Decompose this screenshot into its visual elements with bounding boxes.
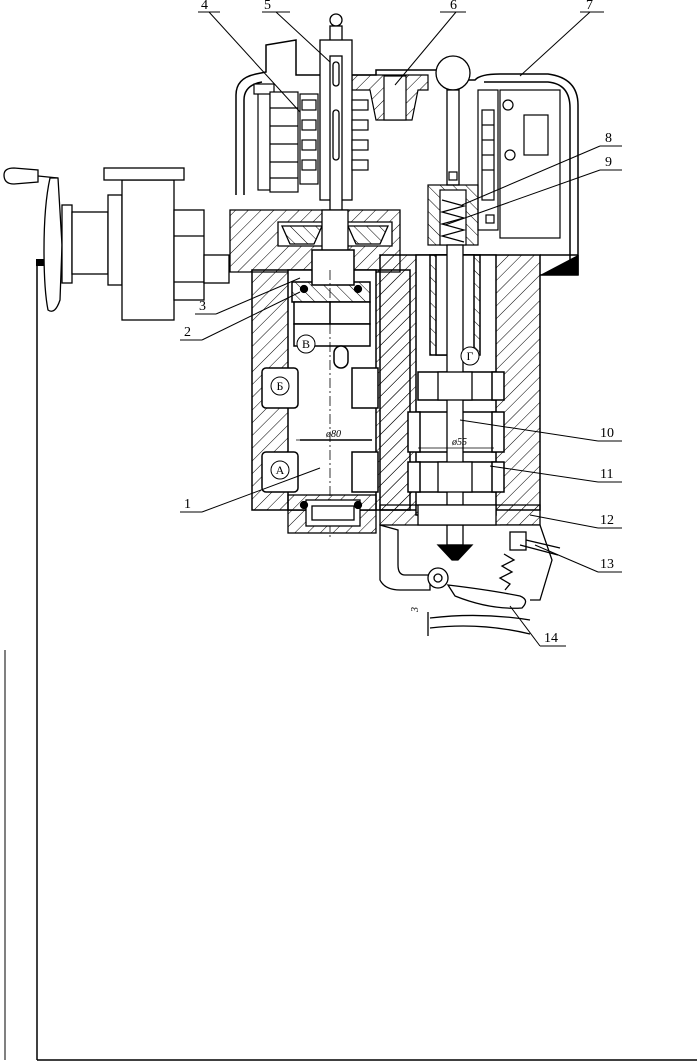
callout-labels: 4 5 6 7 8 9 3 2 1 10 11 12 13 14 [184,0,614,646]
dimension-gap-3: 3 [410,607,421,613]
plunger-rod [437,244,473,546]
callout-3: 3 [199,299,206,314]
callout-10: 10 [600,426,614,441]
port-label-v: В [302,337,310,351]
callout-13: 13 [600,557,614,572]
lever-mechanism [379,524,561,636]
main-body-left [251,249,411,540]
callout-5: 5 [264,0,271,13]
port-label-a: А [276,463,285,477]
bottom-cap [287,284,377,534]
gear-stack [253,83,369,193]
callout-12: 12 [600,513,614,528]
spindle-column [319,13,353,257]
port-label-b: Б [277,379,284,393]
handle-knob [435,55,471,186]
port-label-g: Г [467,349,474,363]
bracket-6 [351,74,429,121]
port-labels: Б А В Г [270,334,480,480]
callout-2: 2 [184,325,191,340]
dimension-bore-55: ø55 [451,437,467,448]
callout-6: 6 [450,0,457,13]
callout-14: 14 [544,631,558,646]
spring-assembly [427,171,479,246]
callout-4: 4 [201,0,208,13]
main-body-right [379,250,579,520]
leader-lines [180,11,622,647]
callout-8: 8 [605,131,612,146]
dimension-bore-80: ø80 [325,429,341,440]
dimensions: ø80 ø55 3 [296,429,494,613]
callout-7: 7 [586,0,593,13]
callout-9: 9 [605,155,612,170]
callout-1: 1 [184,497,191,512]
base-plate [379,504,541,526]
callout-11: 11 [600,467,613,482]
top-cover [235,39,579,275]
switch-mechanism [477,89,561,239]
handwheel [3,167,230,321]
